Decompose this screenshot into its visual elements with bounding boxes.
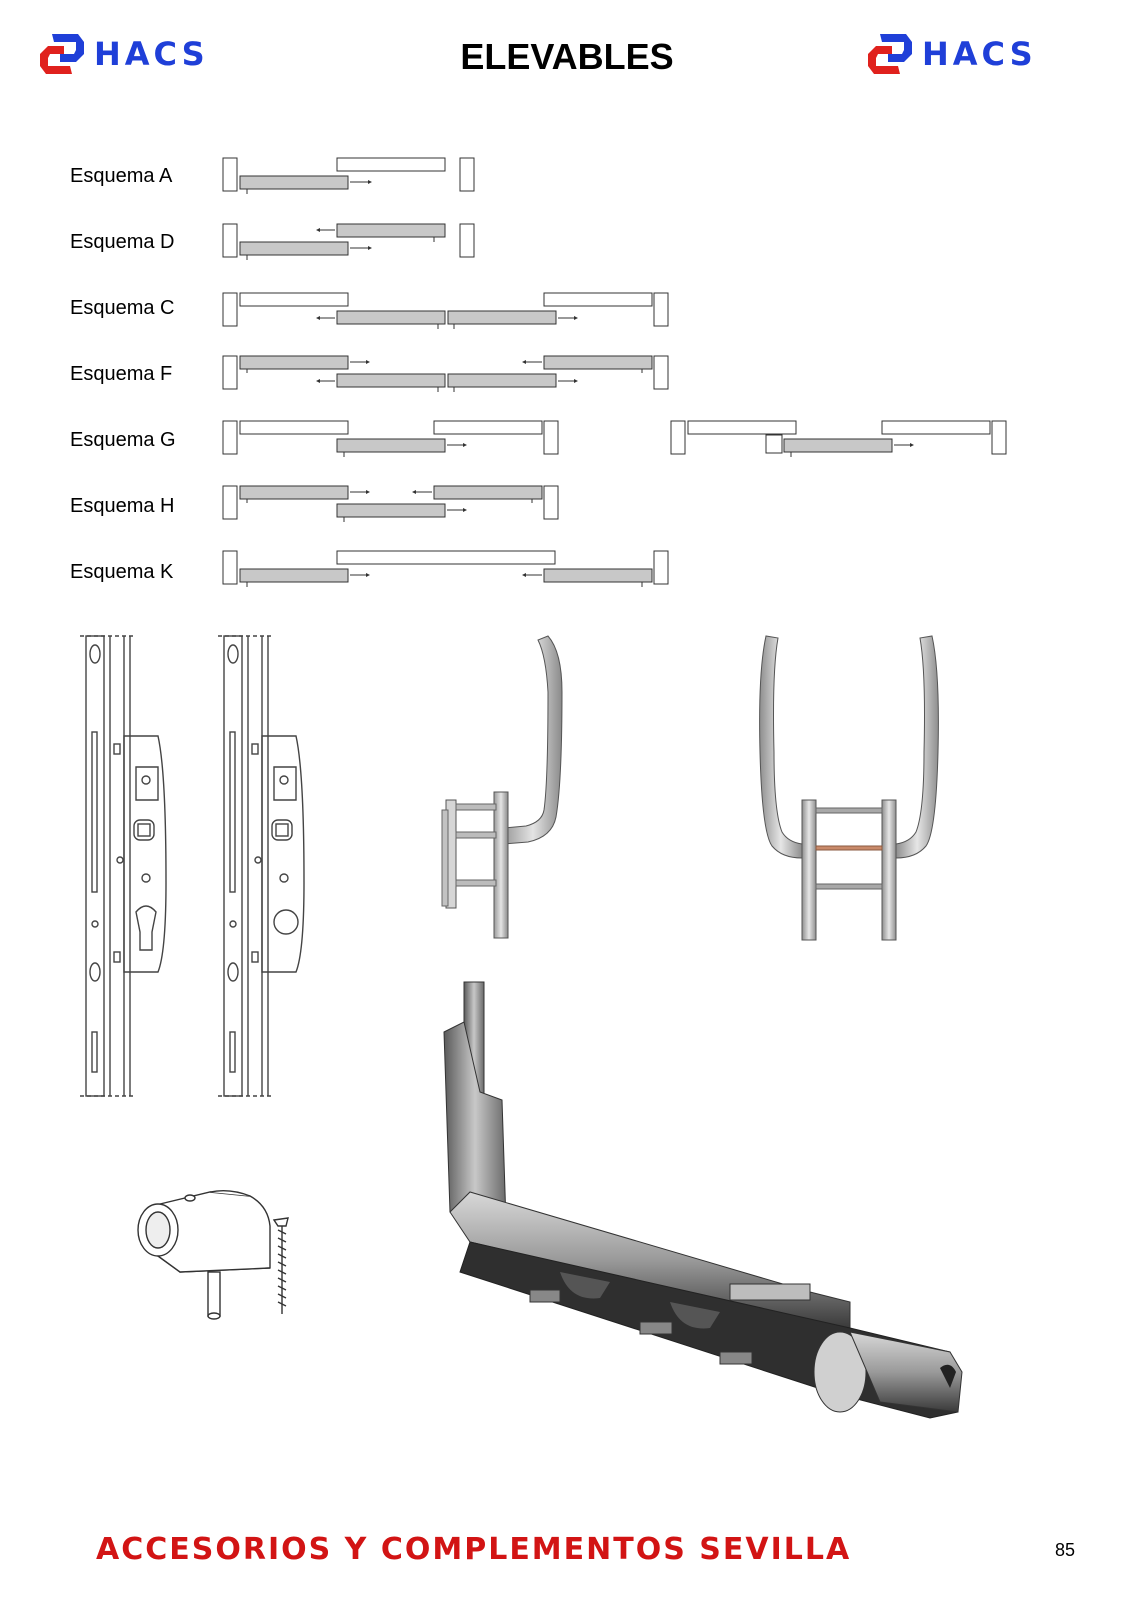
scheme-diagram-f: [222, 355, 669, 392]
scheme-diagram-g-right: [670, 420, 1007, 457]
footer-banner: ACCESORIOS Y COMPLEMENTOS SEVILLA: [96, 1532, 852, 1567]
lock-mechanism-round-icon: [218, 635, 305, 1097]
scheme-label-h: Esquema H: [70, 495, 175, 517]
scheme-label-g: Esquema G: [70, 429, 176, 451]
hacs-logo-icon: [868, 34, 912, 74]
page-title: ELEVABLES: [460, 36, 674, 77]
logo-text: HACS: [94, 35, 209, 73]
scheme-diagram-d: [222, 223, 475, 260]
logo-right: HACS: [866, 30, 1037, 78]
scheme-diagram-c: [222, 292, 669, 329]
scheme-diagram-g-left: [222, 420, 559, 457]
logo-text: HACS: [922, 35, 1037, 73]
scheme-label-a: Esquema A: [70, 165, 173, 187]
scheme-label-d: Esquema D: [70, 231, 175, 253]
logo-left: HACS: [38, 30, 209, 78]
handle-front-icon: [759, 635, 939, 941]
scheme-diagram-k: [222, 550, 669, 587]
scheme-label-f: Esquema F: [70, 363, 173, 385]
hacs-logo-icon: [40, 34, 84, 74]
lock-mechanism-cylinder-icon: [80, 635, 167, 1097]
lift-slide-carriage-icon: [443, 981, 963, 1419]
page-number: 85: [1055, 1540, 1076, 1560]
door-stop-with-screw-icon: [137, 1189, 289, 1320]
scheme-diagram-a: [222, 157, 475, 194]
handle-side-icon: [441, 635, 563, 939]
scheme-diagram-h: [222, 485, 559, 522]
scheme-label-c: Esquema C: [70, 297, 175, 319]
scheme-label-k: Esquema K: [70, 561, 174, 583]
